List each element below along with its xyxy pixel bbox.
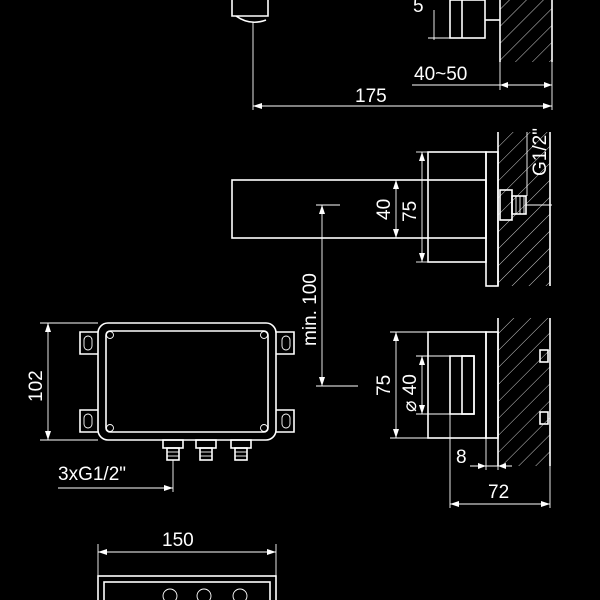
dim-spout-reach: 175 [355,86,387,107]
concealed-box-top [97,544,277,600]
dim-handle-diameter: ⌀ 40 [400,374,421,412]
dim-box-width: 150 [162,530,194,551]
concealed-box-front [40,322,295,492]
dim-top-height: 5 [413,0,424,17]
dim-wall-thickness: 40~50 [414,64,467,85]
handle-side-view [390,318,551,508]
dim-box-height: 102 [26,370,47,402]
dim-thread-side: G1/2" [530,128,551,176]
dim-handle-plate-height: 75 [374,375,395,396]
spout-side-view [231,132,552,387]
connection-3 [230,439,252,461]
dim-min-clearance: min. 100 [300,273,321,346]
wall-hatch-top [500,0,552,62]
connection-2 [195,439,217,461]
connection-1 [162,439,184,461]
thread-connector [499,189,552,221]
spout-top-view [231,0,553,110]
dim-plate-thickness: 8 [456,447,467,468]
dim-plate-height: 75 [400,201,421,222]
dim-handle-depth: 72 [488,482,509,503]
dim-box-connections: 3xG1/2" [58,464,126,485]
wall-hatch-bottom [498,318,550,466]
dim-spout-height: 40 [374,199,395,220]
